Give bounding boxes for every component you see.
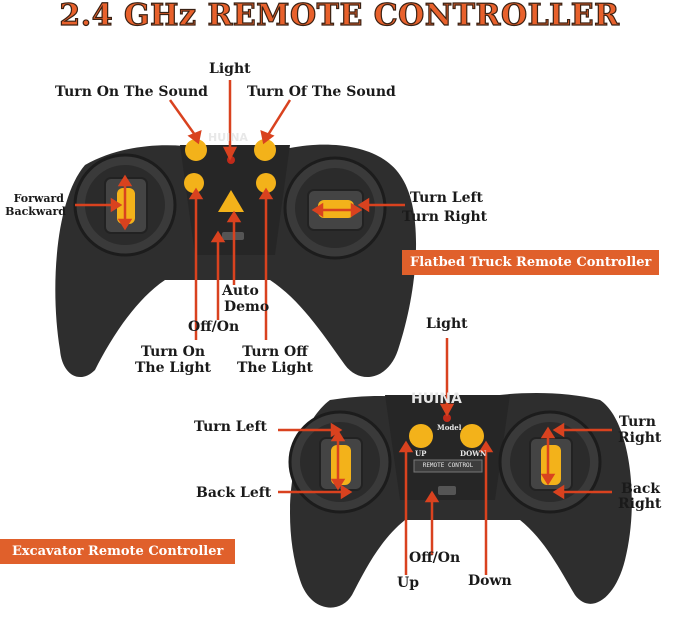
excavator-light-label: Light [426, 316, 468, 332]
excavator-up-label: Up [397, 575, 419, 591]
flatbed-light-on-label-2: The Light [135, 360, 211, 376]
excavator-remote-control-panel [413, 459, 483, 473]
flatbed-light-on-label-1: Turn On [140, 344, 206, 360]
flatbed-sound-on-button [185, 139, 207, 161]
excavator-left-stick [331, 445, 351, 485]
excavator-back-label: Back [621, 481, 661, 497]
flatbed-light-off-label-1: Turn Off [242, 344, 308, 360]
excavator-light-led [443, 414, 451, 422]
flatbed-off-on-label: Off/On [188, 319, 240, 335]
flatbed-auto-demo-button [218, 190, 244, 212]
flatbed-light-on-button [184, 173, 204, 193]
excavator-down-key-label: DOWN [460, 449, 487, 458]
flatbed-sound-off-button [254, 139, 276, 161]
excavator-back-left-label: Back Left [196, 485, 272, 501]
flatbed-sound-off-label: Turn Of The Sound [247, 84, 396, 100]
excavator-panel-text: REMOTE CONTROL [422, 462, 474, 469]
flatbed-light-off-label-2: The Light [237, 360, 313, 376]
excavator-turn-label: Turn [619, 414, 656, 430]
excavator-center-panel [385, 395, 510, 500]
excavator-off-on-label: Off/On [409, 550, 461, 566]
excavator-model-label: Model [437, 423, 462, 432]
flatbed-truck-tag: Flatbed Truck Remote Controller [402, 250, 660, 275]
flatbed-demo-label: Demo [224, 299, 270, 315]
excavator-down-label: Down [468, 573, 512, 589]
flatbed-turn-left-label: Turn Left [410, 190, 483, 206]
excavator-brand: HUINA [411, 391, 462, 407]
flatbed-forward-label: Forward [13, 192, 64, 205]
excavator-up-button [409, 424, 433, 448]
flatbed-light-label: Light [209, 61, 251, 77]
flatbed-sound-on-label: Turn On The Sound [55, 84, 208, 100]
excavator-down-button [460, 424, 484, 448]
excavator-back-right-label: Right [618, 496, 662, 512]
flatbed-turn-right-label: Turn Right [402, 209, 488, 225]
excavator-right-label: Right [618, 430, 662, 446]
excavator-up-key-label: UP [415, 449, 427, 458]
page-title: 2.4 GHz REMOTE CONTROLLER [59, 0, 620, 34]
flatbed-light-off-button [256, 173, 276, 193]
excavator-turn-left-label: Turn Left [194, 419, 267, 435]
excavator-power-switch [438, 486, 456, 495]
excavator-tag: Excavator Remote Controller [0, 539, 236, 564]
flatbed-auto-label: Auto [222, 283, 259, 299]
flatbed-backward-label: Backward [5, 205, 66, 218]
flatbed-brand: HUINA [208, 131, 248, 144]
